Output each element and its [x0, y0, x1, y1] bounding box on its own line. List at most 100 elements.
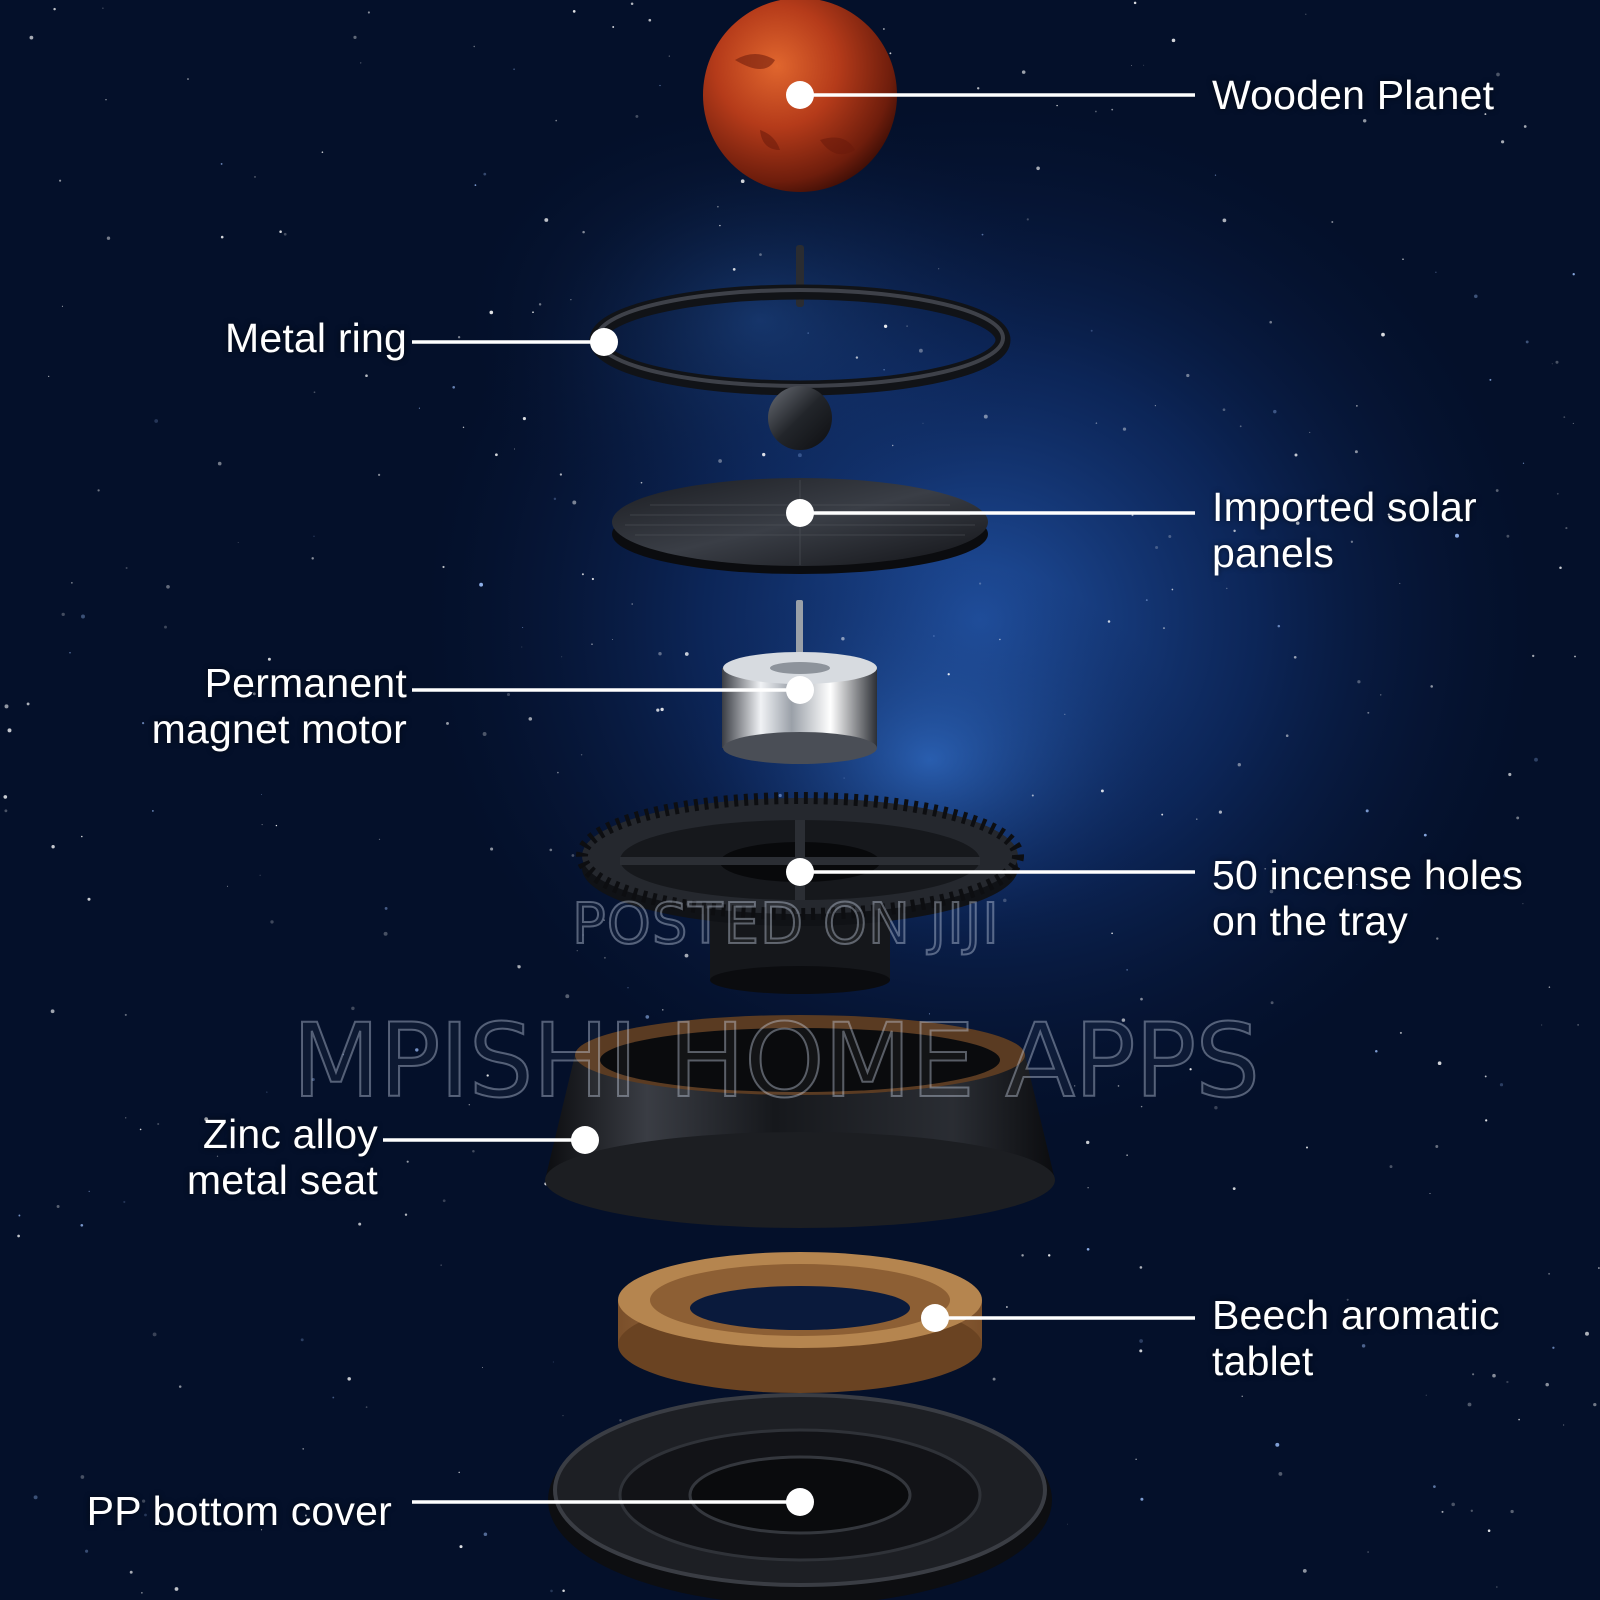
star	[457, 336, 461, 339]
star	[267, 657, 271, 661]
star	[1264, 867, 1267, 870]
star	[1087, 1187, 1089, 1189]
star	[1563, 416, 1566, 418]
star	[124, 1013, 127, 1016]
star	[1269, 320, 1272, 324]
star	[1237, 763, 1241, 767]
star	[1399, 582, 1401, 584]
star	[1161, 813, 1164, 816]
star	[1196, 818, 1198, 820]
star	[562, 1415, 564, 1417]
star	[1487, 1529, 1491, 1532]
star	[384, 906, 388, 910]
star	[102, 7, 104, 9]
star	[139, 1128, 142, 1131]
watermark-seller: MPISHI HOME APPS	[291, 1001, 1261, 1122]
star	[611, 639, 613, 641]
star	[1277, 624, 1281, 628]
star	[1501, 140, 1505, 144]
star	[1435, 1145, 1439, 1148]
star	[237, 542, 239, 544]
star	[440, 1264, 442, 1266]
star	[635, 114, 639, 118]
star	[1140, 1105, 1143, 1108]
star	[576, 950, 578, 952]
label-aromatic-tablet: Beech aromatic tablet	[1212, 1292, 1500, 1384]
star	[1086, 1247, 1090, 1251]
star	[187, 78, 189, 80]
star	[1548, 986, 1551, 988]
star	[522, 627, 524, 629]
star	[220, 162, 223, 165]
star	[1380, 694, 1382, 696]
star	[1506, 534, 1510, 538]
star	[1506, 1380, 1509, 1384]
star	[938, 268, 940, 270]
star	[1367, 711, 1370, 714]
star	[483, 172, 487, 176]
star	[80, 835, 83, 838]
star	[1565, 527, 1568, 530]
star	[538, 303, 542, 306]
star	[1472, 1373, 1475, 1376]
star	[300, 1338, 304, 1342]
star	[1006, 1306, 1008, 1308]
star	[591, 577, 595, 581]
star	[1162, 627, 1166, 630]
star	[261, 824, 263, 826]
star	[1270, 1001, 1274, 1005]
star	[947, 673, 950, 676]
star	[69, 652, 71, 654]
star	[311, 557, 314, 560]
star	[482, 1366, 484, 1368]
star	[7, 728, 12, 733]
star	[1254, 1325, 1259, 1330]
star	[883, 369, 885, 371]
star	[1496, 1586, 1498, 1588]
star	[1095, 422, 1098, 424]
star	[406, 1160, 409, 1163]
star	[332, 1396, 335, 1399]
star	[658, 651, 662, 656]
star	[342, 1053, 345, 1056]
star	[1518, 1418, 1520, 1421]
star	[668, 55, 670, 57]
star	[1145, 599, 1148, 602]
star	[1230, 861, 1233, 864]
star	[383, 931, 388, 936]
star	[1111, 932, 1113, 935]
star	[154, 419, 159, 423]
star	[1367, 1551, 1369, 1553]
star	[144, 1513, 147, 1517]
star	[377, 473, 381, 477]
star	[1361, 1344, 1366, 1348]
star	[1186, 373, 1190, 378]
star	[479, 582, 484, 587]
star	[1285, 734, 1289, 737]
star	[270, 920, 274, 924]
star	[204, 1117, 209, 1122]
label-solar-panels: Imported solar panels	[1212, 484, 1477, 576]
star	[490, 847, 494, 851]
star	[718, 459, 722, 463]
star	[88, 1190, 90, 1193]
star	[313, 535, 315, 537]
star	[977, 87, 980, 90]
star	[4, 809, 8, 813]
star	[981, 233, 984, 236]
star	[1126, 1154, 1128, 1156]
star	[1232, 1187, 1236, 1190]
star	[889, 52, 892, 55]
star	[252, 692, 256, 696]
star	[226, 885, 229, 887]
star	[645, 1015, 650, 1019]
star	[1598, 1267, 1600, 1269]
star	[843, 777, 845, 779]
star	[521, 646, 523, 648]
star	[1495, 489, 1499, 492]
star	[778, 793, 782, 798]
star	[1451, 868, 1454, 870]
star	[517, 965, 521, 969]
star	[603, 919, 605, 921]
star	[571, 854, 575, 857]
